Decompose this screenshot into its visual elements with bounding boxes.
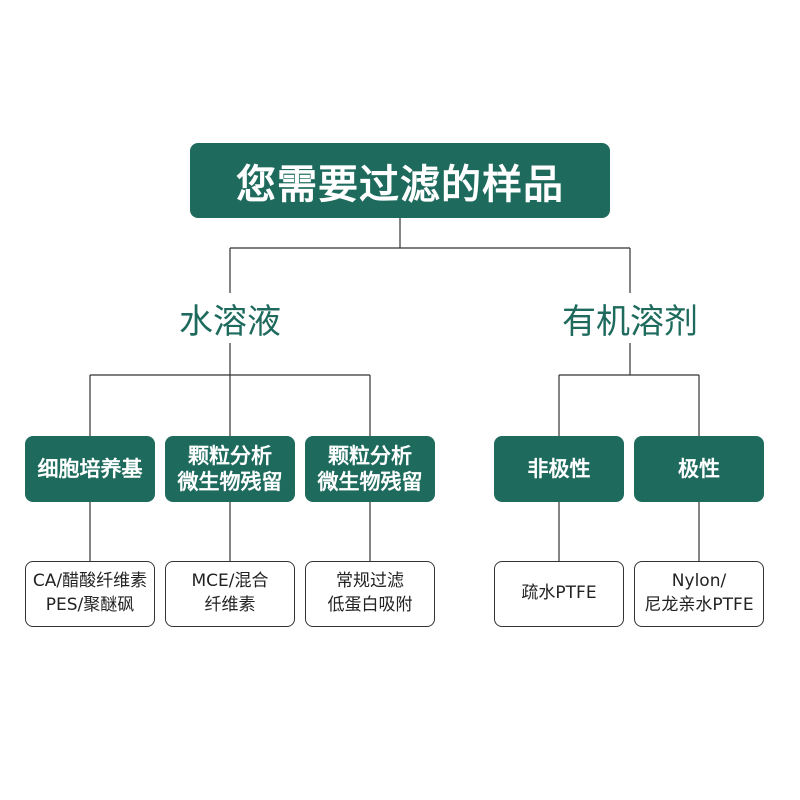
- leaf-ca-pes: CA/醋酸纤维素 PES/聚醚砜: [25, 561, 155, 627]
- leaf-line1: 常规过滤: [336, 571, 404, 592]
- sub-label-line1: 颗粒分析: [188, 443, 272, 468]
- leaf-line2: 纤维素: [204, 595, 256, 615]
- sub-cell-culture: 细胞培养基: [25, 436, 155, 502]
- sub-label: 细胞培养基: [37, 456, 143, 481]
- sub-label-line1: 颗粒分析: [328, 443, 412, 468]
- sub-label: 极性: [678, 456, 720, 481]
- sub-nonpolar: 非极性: [494, 436, 624, 502]
- leaf-line2: PES/聚醚砜: [45, 595, 135, 615]
- sub-label: 非极性: [527, 456, 591, 481]
- leaf-general-filtration: 常规过滤 低蛋白吸附: [305, 561, 435, 627]
- root-label: 您需要过滤的样品: [236, 161, 564, 208]
- leaf-line1: Nylon/: [671, 571, 727, 592]
- sub-polar: 极性: [634, 436, 764, 502]
- sub-label-line2: 微生物残留: [177, 470, 283, 494]
- leaf-line1: 疏水PTFE: [521, 583, 597, 604]
- leaf-line2: 尼龙亲水PTFE: [644, 595, 754, 615]
- leaf-nylon-ptfe: Nylon/ 尼龙亲水PTFE: [634, 561, 764, 627]
- leaf-line1: CA/醋酸纤维素: [32, 571, 148, 592]
- category-organic: 有机溶剂: [530, 293, 730, 343]
- leaf-line1: MCE/混合: [191, 571, 269, 592]
- category-aqueous: 水溶液: [150, 293, 310, 343]
- sub-label-line2: 微生物残留: [317, 470, 423, 494]
- sub-particle-analysis-1: 颗粒分析 微生物残留: [165, 436, 295, 502]
- category-organic-label: 有机溶剂: [562, 301, 698, 342]
- leaf-mce: MCE/混合 纤维素: [165, 561, 295, 627]
- root-node: 您需要过滤的样品: [190, 143, 610, 218]
- sub-particle-analysis-2: 颗粒分析 微生物残留: [305, 436, 435, 502]
- category-aqueous-label: 水溶液: [179, 301, 281, 342]
- leaf-line2: 低蛋白吸附: [327, 595, 413, 615]
- leaf-hydrophobic-ptfe: 疏水PTFE: [494, 561, 624, 627]
